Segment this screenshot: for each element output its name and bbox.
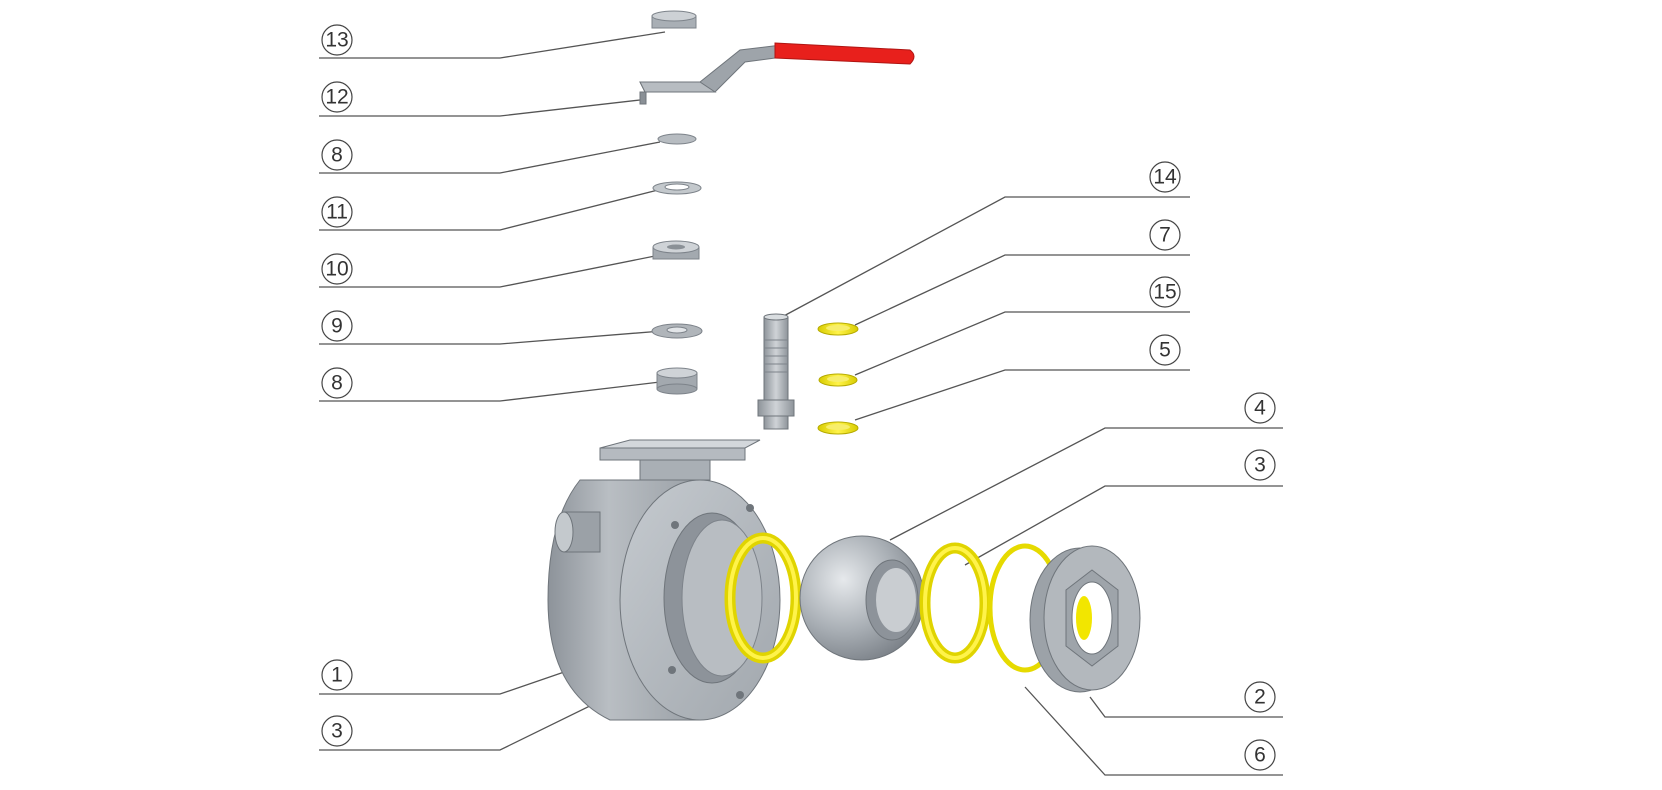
callout-8-upper-label: 8 [331,144,343,167]
leader-7 [854,254,1190,326]
callout-3-left: 3 [321,715,353,747]
leader-2 [1089,696,1283,718]
callout-11-label: 11 [326,201,348,224]
callout-3-right: 3 [1244,449,1276,481]
leader-10 [319,254,661,288]
belleville-washer-part [651,323,703,339]
callout-15: 15 [1149,276,1181,308]
stem-packing-upper-part [817,322,859,336]
callout-7-label: 7 [1159,224,1171,247]
callout-8-upper: 8 [321,139,353,171]
seat-right-part [919,542,991,664]
callout-3-left-label: 3 [331,720,343,743]
callout-8-lower: 8 [321,367,353,399]
washer-upper-part [657,133,697,145]
leader-11 [319,189,659,231]
end-cap-part [1029,545,1141,693]
gland-bushing-part [656,367,698,395]
leader-5 [854,369,1190,421]
body-part [547,439,781,721]
ball-part [799,535,925,661]
leader-8-lower [319,381,661,402]
seat-left-part [724,532,802,664]
callout-2-label: 2 [1254,686,1266,709]
leader-9 [319,330,663,345]
callout-15-label: 15 [1153,281,1176,304]
leader-14 [779,196,1190,319]
callout-12-label: 12 [325,86,348,109]
callout-1: 1 [321,659,353,691]
callout-4-label: 4 [1254,397,1266,420]
leader-13 [319,31,666,59]
stem-packing-middle-part [818,373,858,387]
leader-12 [319,99,641,117]
thrust-washer-part [817,421,859,435]
leader-lines [319,31,1283,776]
callout-3-right-label: 3 [1254,454,1266,477]
callout-9-label: 9 [331,315,343,338]
callout-14-label: 14 [1153,166,1177,189]
leader-15 [854,311,1190,376]
callout-13: 13 [321,24,353,56]
leader-6 [1024,686,1283,776]
callout-9: 9 [321,310,353,342]
handle-part [639,42,915,105]
callouts-left: 13 12 8 11 10 9 8 1 3 [321,24,353,747]
stem-nut-part [652,240,700,260]
callout-4: 4 [1244,392,1276,424]
handle-nut-part [651,10,697,29]
callout-12: 12 [321,81,353,113]
callout-10-label: 10 [325,258,348,281]
leader-8-upper [319,141,661,174]
callout-5-label: 5 [1159,339,1171,362]
leader-1 [319,669,571,695]
leader-4 [889,427,1283,541]
callout-7: 7 [1149,219,1181,251]
callout-5: 5 [1149,334,1181,366]
callout-6: 6 [1244,739,1276,771]
callout-6-label: 6 [1254,744,1266,767]
callouts-right: 14 7 15 5 4 3 2 6 [1149,161,1276,771]
stem-part [757,313,795,430]
callout-13-label: 13 [325,29,348,52]
callout-14: 14 [1149,161,1181,193]
callout-2: 2 [1244,681,1276,713]
leader-3-right [964,485,1283,566]
lock-washer-part [652,181,702,195]
callout-11: 11 [321,196,353,228]
callout-1-label: 1 [331,664,343,687]
callout-8-lower-label: 8 [331,372,343,395]
callout-10: 10 [321,253,353,285]
